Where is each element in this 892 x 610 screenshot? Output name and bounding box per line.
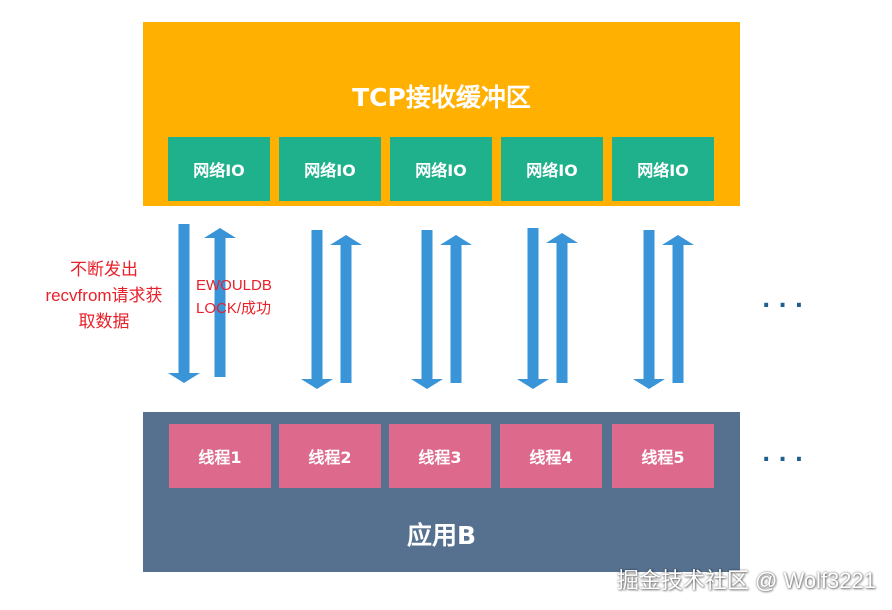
request-annotation: 不断发出 recvfrom请求获 取数据 xyxy=(45,260,163,331)
network-io-box-5: 网络IO xyxy=(612,137,714,201)
thread-box-4: 线程4 xyxy=(500,424,602,488)
thread-box-1: 线程1 xyxy=(169,424,271,488)
tcp-buffer-title: TCP接收缓冲区 xyxy=(352,83,531,112)
request-arrow-down-4 xyxy=(517,228,549,389)
application-b-title: 应用B xyxy=(406,521,477,550)
network-io-box-2: 网络IO xyxy=(279,137,381,201)
network-io-box-3: 网络IO xyxy=(390,137,492,201)
ellipsis-bottom: ... xyxy=(762,442,812,467)
response-arrow-up-3 xyxy=(440,235,472,383)
thread-box-2: 线程2 xyxy=(279,424,381,488)
application-b-panel: 线程1 线程2 线程3 线程4 线程5 应用B xyxy=(143,412,740,572)
network-io-box-1: 网络IO xyxy=(168,137,270,201)
request-arrow-down-3 xyxy=(411,230,443,389)
thread-box-3: 线程3 xyxy=(389,424,491,488)
response-annotation: EWOULDB LOCK/成功 xyxy=(196,277,272,317)
response-arrow-up-1 xyxy=(204,228,236,377)
response-arrow-up-4 xyxy=(546,233,578,383)
response-arrow-up-5 xyxy=(662,235,694,383)
network-io-box-4: 网络IO xyxy=(501,137,603,201)
request-arrow-down-1 xyxy=(168,224,200,383)
tcp-receive-buffer-panel: TCP接收缓冲区 网络IO 网络IO 网络IO 网络IO 网络IO xyxy=(143,22,740,206)
request-arrow-down-5 xyxy=(633,230,665,389)
ellipsis-top: ... xyxy=(762,288,812,313)
watermark: 掘金技术社区 @ Wolf3221 xyxy=(616,568,876,593)
request-arrow-down-2 xyxy=(301,230,333,389)
thread-box-5: 线程5 xyxy=(612,424,714,488)
response-arrow-up-2 xyxy=(330,235,362,383)
